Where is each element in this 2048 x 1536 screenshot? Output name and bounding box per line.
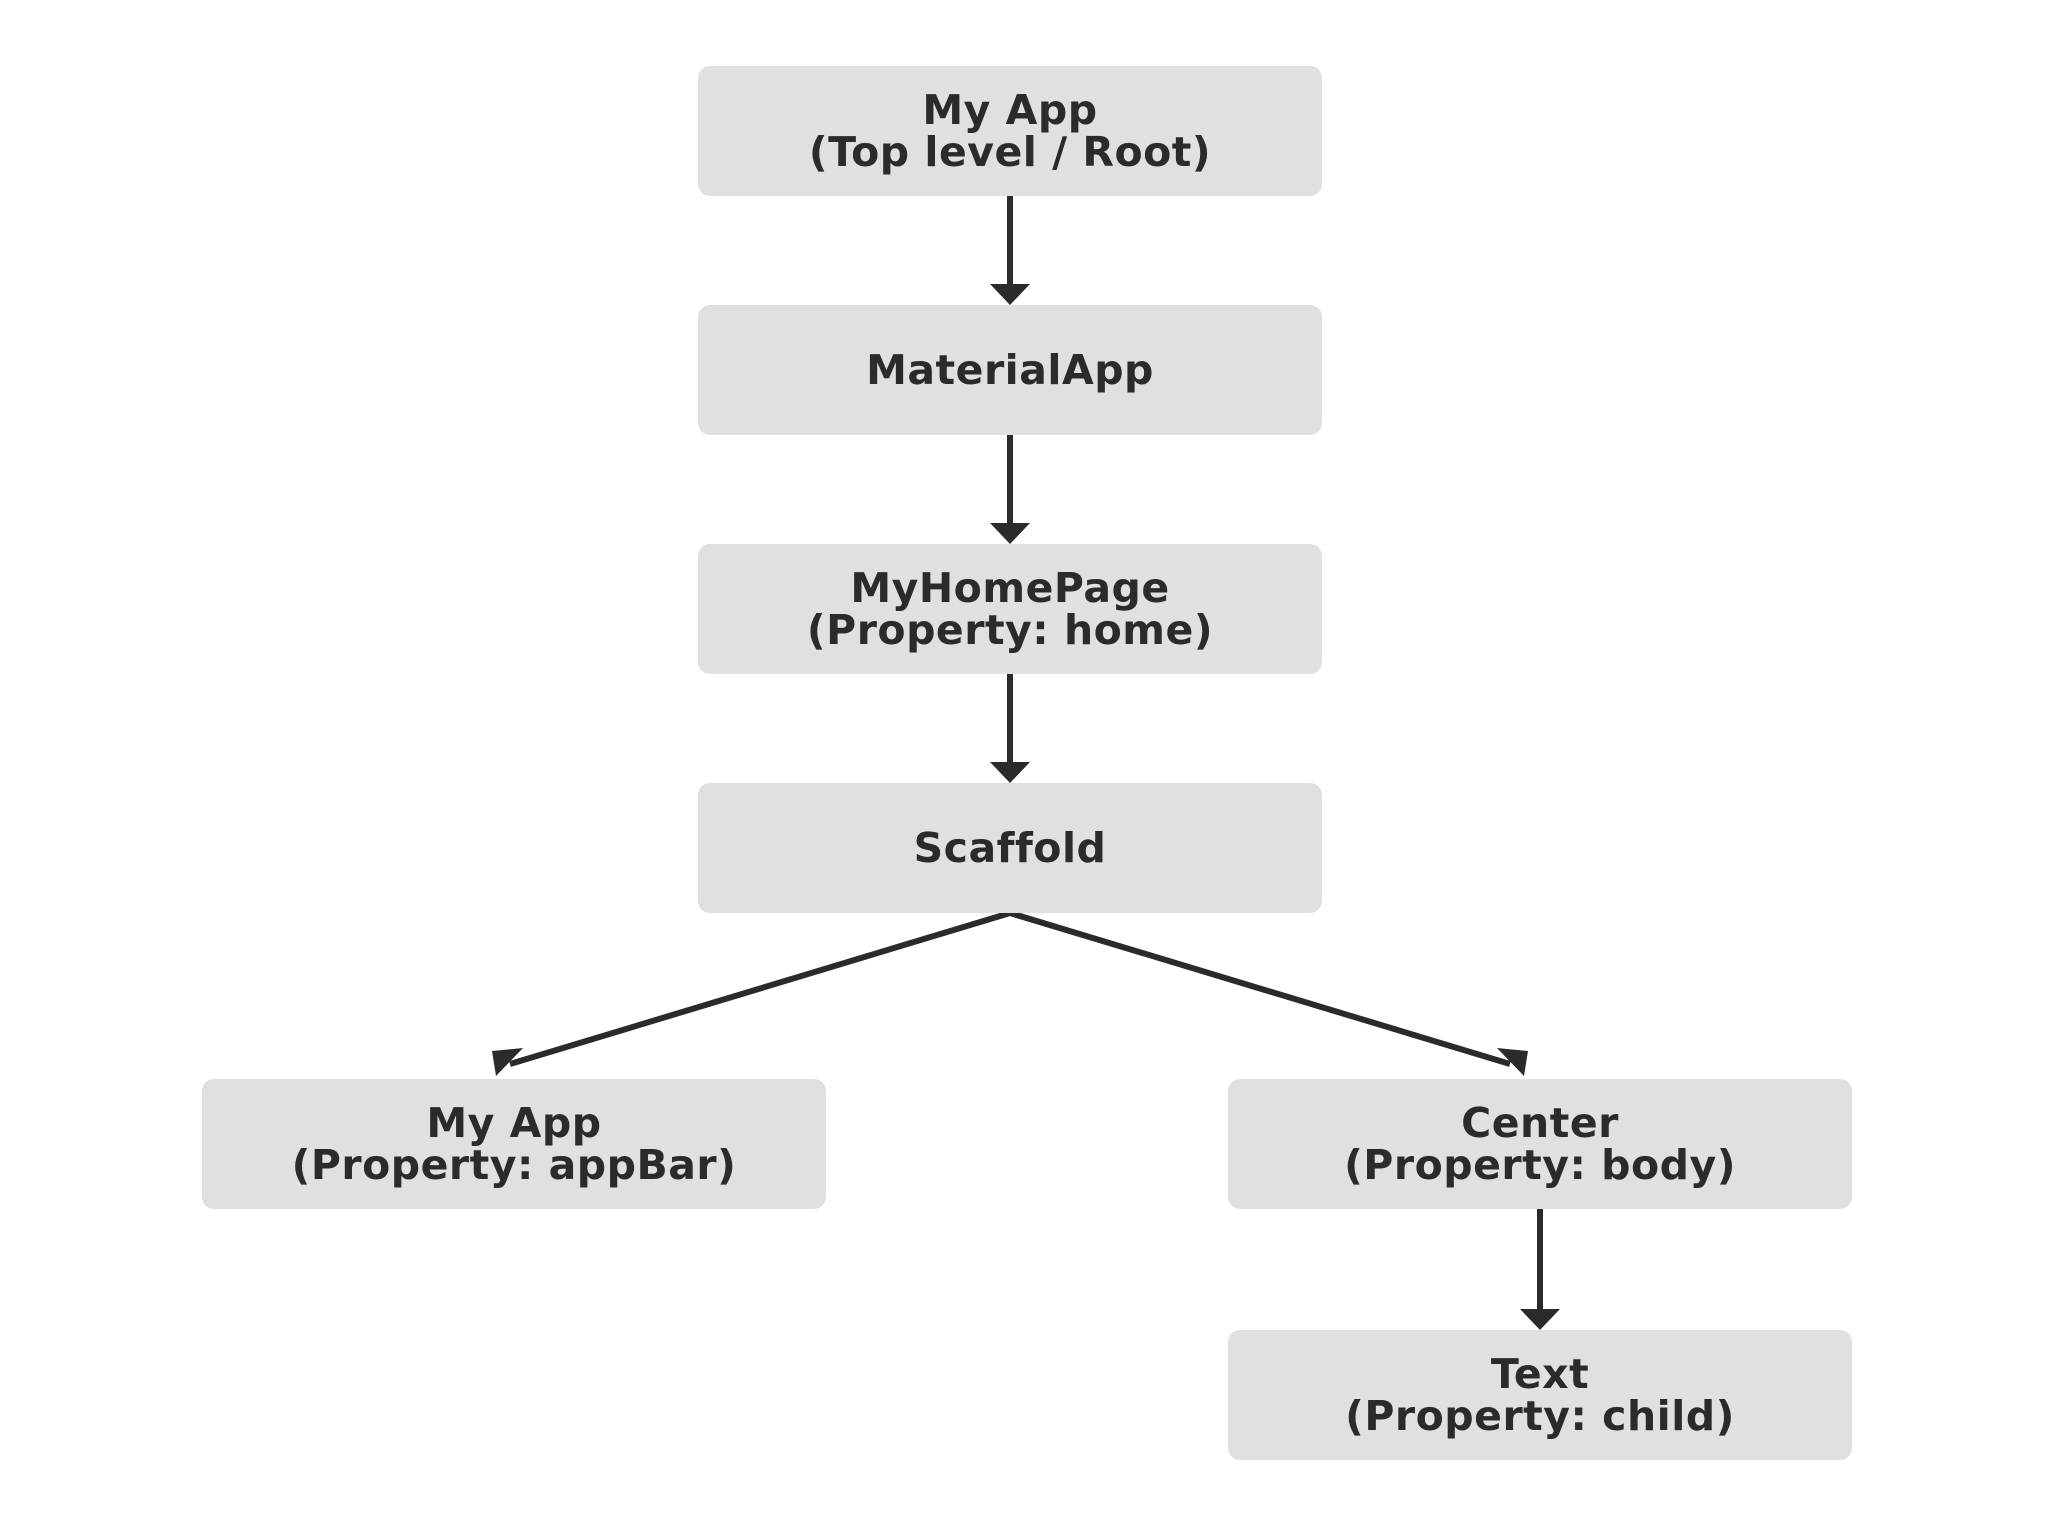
node-title: Center (1461, 1099, 1619, 1147)
node-title: My App (922, 86, 1098, 134)
node-myhomepage: MyHomePage (Property: home) (698, 544, 1322, 674)
node-text: Text (Property: child) (1228, 1330, 1852, 1460)
node-subtitle: (Property: home) (806, 606, 1214, 654)
node-my-app-root: My App (Top level / Root) (698, 66, 1322, 196)
edge-scaffold-to-children (509, 909, 1511, 1067)
arrowhead-text (1520, 1309, 1560, 1330)
node-title: MaterialApp (866, 346, 1154, 394)
arrowhead-appbar (492, 1048, 523, 1076)
arrowhead-materialapp (990, 284, 1030, 305)
node-title: My App (426, 1099, 602, 1147)
node-materialapp: MaterialApp (698, 305, 1322, 435)
node-my-app-appbar: My App (Property: appBar) (202, 1079, 826, 1209)
node-title: MyHomePage (850, 564, 1170, 612)
node-subtitle: (Property: child) (1345, 1392, 1735, 1440)
node-subtitle: (Top level / Root) (808, 128, 1212, 176)
node-scaffold: Scaffold (698, 783, 1322, 913)
arrowhead-center (1497, 1048, 1528, 1076)
node-title: Text (1490, 1350, 1590, 1398)
node-title: Scaffold (913, 824, 1107, 872)
node-center: Center (Property: body) (1228, 1079, 1852, 1209)
arrowhead-myhomepage (990, 523, 1030, 544)
node-subtitle: (Property: appBar) (291, 1141, 737, 1189)
arrowhead-scaffold (990, 762, 1030, 783)
node-subtitle: (Property: body) (1344, 1141, 1736, 1189)
